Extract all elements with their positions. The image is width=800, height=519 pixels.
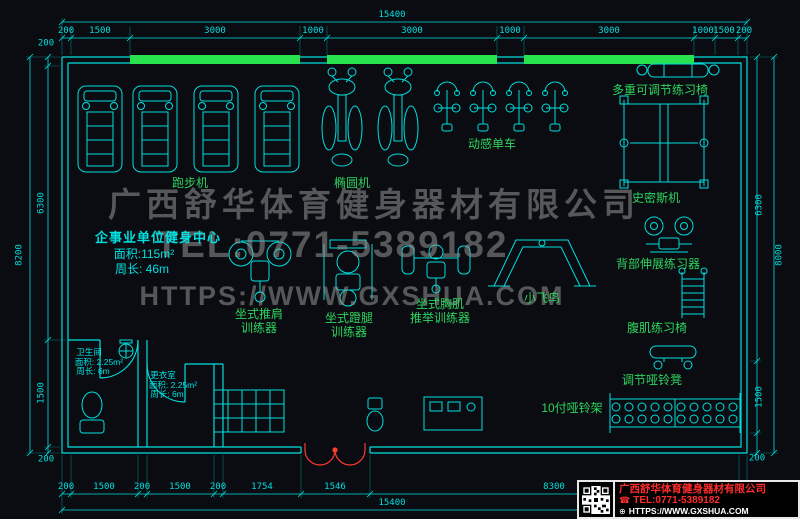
sink-icon	[118, 339, 134, 359]
window-icon	[524, 55, 694, 64]
multi-adjust-bench-label: 多重可调节练习椅	[611, 83, 709, 97]
title-block: 广西舒华体育健身器材有限公司 ☎ TEL:0771-5389182 ⊕ HTTP…	[577, 480, 800, 519]
phone-icon: ☎	[619, 494, 631, 505]
adjustable-bench-icon	[636, 63, 720, 78]
dim-bottom-segment: 8300	[543, 482, 565, 492]
dim-right-total: 8000	[774, 244, 785, 266]
treadmill-label: 跑步机	[171, 176, 209, 190]
dim-bottom-segment: 200	[57, 482, 75, 492]
bathroom-door-icon	[99, 339, 139, 379]
dim-bottom-segment: 200	[133, 482, 151, 492]
ab-bench-icon	[678, 267, 708, 318]
bathroom-perimeter: 周长: 6m	[76, 366, 110, 376]
chest-press-icon	[401, 244, 471, 294]
dim-top-segment: 1500	[89, 26, 111, 36]
extension-lines	[26, 18, 778, 514]
water-dispenser-icon	[366, 397, 384, 432]
changing-door-icon	[146, 363, 186, 403]
dim-top-segment: 200	[57, 26, 75, 36]
dim-right-segment: 1500	[754, 386, 765, 408]
toilet-icon	[79, 391, 105, 434]
changing-room-name: 更衣室	[150, 370, 176, 380]
leg-press-label: 坐式蹬腿	[324, 311, 374, 325]
leg-press-label: 训练器	[330, 325, 368, 339]
dim-top-segment: 3000	[204, 26, 226, 36]
dim-top-segment: 200	[735, 26, 753, 36]
locker-grid-icon	[213, 389, 285, 433]
dim-bottom-total: 15400	[378, 498, 406, 508]
chest-press-label: 推举训练器	[409, 311, 471, 325]
shoulder-press-label: 训练器	[240, 321, 278, 335]
window-bars	[130, 55, 694, 64]
dim-bottom-segment: 1500	[93, 482, 115, 492]
dim-top-segment: 3000	[598, 26, 620, 36]
dim-top-segment: 3000	[401, 26, 423, 36]
spin-bike-label: 动感单车	[467, 137, 517, 151]
dim-bottom-segment: 1754	[251, 482, 273, 492]
dim-left-segment: 1500	[36, 382, 47, 404]
room-area: 面积:115m²	[113, 247, 175, 261]
back-extension-label: 背部伸展练习器	[615, 257, 701, 271]
room-title: 企事业单位健身中心	[94, 230, 222, 245]
cable-fly-icon	[488, 239, 596, 287]
title-block-text: 广西舒华体育健身器材有限公司 ☎ TEL:0771-5389182 ⊕ HTTP…	[615, 482, 798, 517]
dim-right-segment: 6300	[754, 194, 765, 216]
treadmill-icon	[77, 85, 300, 173]
dumbbell-rack-label: 10付哑铃架	[541, 401, 603, 415]
dim-top-segment: 1500	[713, 26, 735, 36]
company-tel: TEL:0771-5389182	[633, 494, 720, 506]
bathroom-name: 卫生间	[76, 347, 102, 357]
qr-code	[579, 482, 615, 517]
dim-top-segment: 1000	[499, 26, 521, 36]
chest-press-label: 坐式胸肌	[415, 297, 465, 311]
bathroom-area: 面积: 2.25m²	[74, 357, 124, 367]
dim-bottom-segment: 1546	[324, 482, 346, 492]
equipment	[77, 63, 741, 466]
desk-icon	[423, 396, 483, 431]
back-extension-icon	[644, 216, 694, 253]
window-icon	[327, 55, 497, 64]
dim-left-segment: 6300	[36, 192, 47, 214]
changing-room-perimeter: 周长: 6m	[150, 389, 184, 399]
shoulder-press-icon	[228, 240, 292, 303]
globe-icon: ⊕	[619, 506, 626, 516]
changing-room-area: 面积: 2.25m²	[148, 380, 198, 390]
dim-bottom-segment: 200	[209, 482, 227, 492]
shoulder-press-label: 坐式推肩	[234, 307, 284, 321]
watermark-url: HTTPS://WWW.GXSHUA.COM	[139, 281, 565, 311]
dim-left-segment: 200	[37, 454, 55, 465]
dim-right-segment: 200	[748, 453, 766, 464]
dim-bottom-segment: 1500	[169, 482, 191, 492]
leg-press-icon	[323, 239, 373, 307]
company-name: 广西舒华体育健身器材有限公司	[619, 482, 766, 495]
watermark-company: 广西舒华体育健身器材有限公司	[108, 186, 640, 223]
dumbbell-rack-icon	[609, 393, 741, 433]
ab-bench-label: 腹肌练习椅	[626, 321, 688, 335]
watermark-tel: TEL:0771-5389182	[155, 224, 509, 265]
dim-top-total: 15400	[378, 10, 406, 20]
room-perimeter: 周长: 46m	[114, 262, 170, 276]
elliptical-icon	[321, 67, 419, 167]
cable-fly-label: 小飞鸟	[523, 291, 561, 305]
partition-walls	[68, 339, 224, 447]
entrance-door-icon	[304, 443, 366, 466]
smith-machine-icon	[619, 95, 709, 189]
spin-bike-icon	[433, 81, 569, 132]
dumbbell-bench-label: 调节哑铃凳	[621, 373, 683, 387]
window-icon	[130, 55, 300, 64]
company-url: HTTPS://WWW.GXSHUA.COM	[628, 505, 749, 516]
dim-top-segment: 1000	[302, 26, 324, 36]
smith-machine-label: 史密斯机	[631, 191, 681, 205]
dumbbell-bench-icon	[649, 345, 697, 370]
dim-left-segment: 200	[37, 38, 55, 49]
dim-left-total: 8200	[14, 244, 25, 266]
dim-top-segment: 1000	[692, 26, 714, 36]
elliptical-label: 椭圆机	[333, 176, 371, 190]
